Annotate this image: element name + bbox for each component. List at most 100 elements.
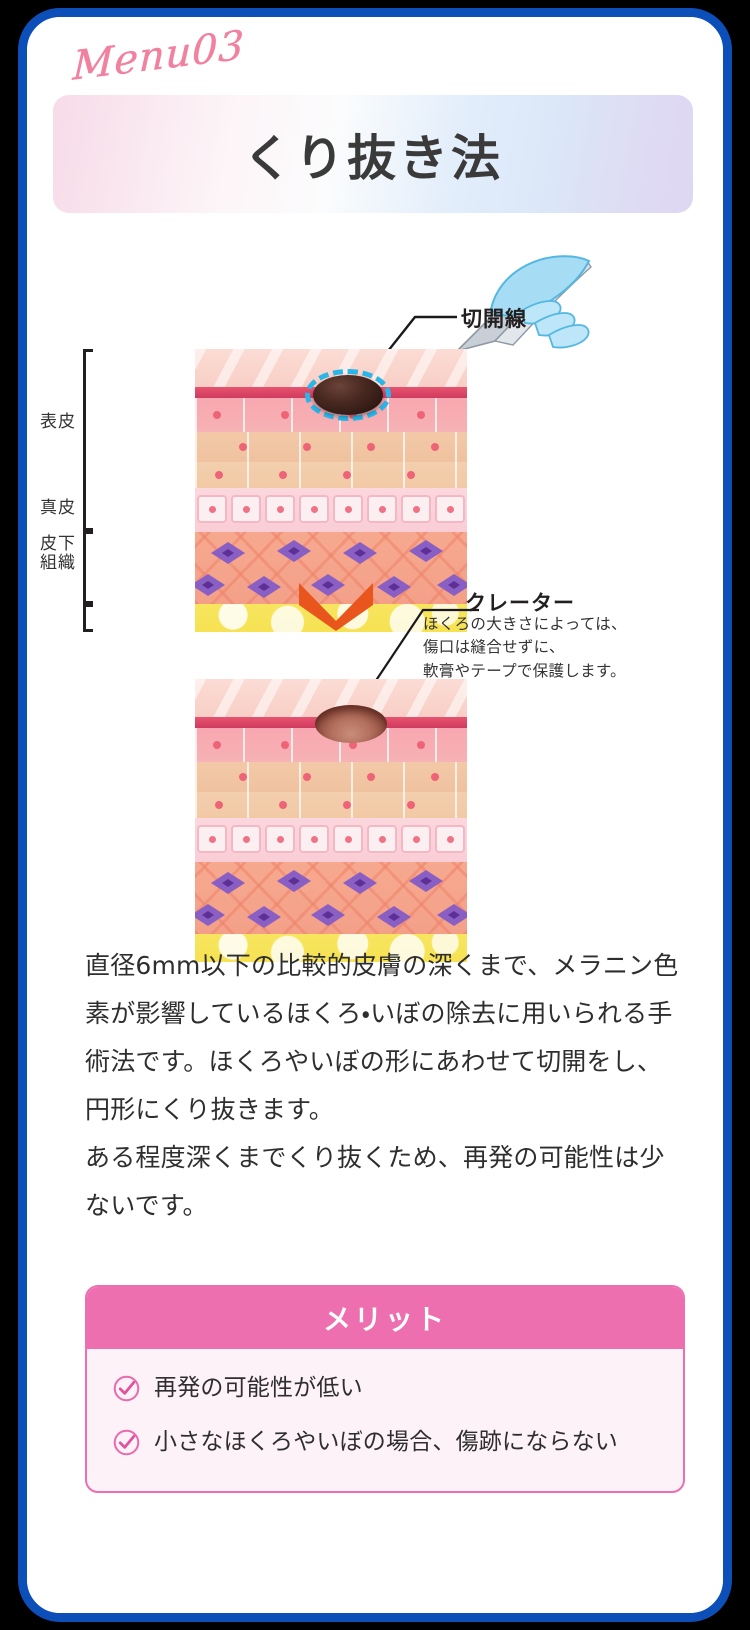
merit-box-header: メリット: [87, 1287, 683, 1349]
basal-cell: [401, 825, 431, 853]
fibroblast: [311, 574, 345, 596]
scalpel-hand-icon: [454, 255, 592, 353]
merit-item-text: 再発の可能性が低い: [154, 1375, 363, 1401]
cell-dot: [431, 773, 439, 781]
title-banner: くり抜き法: [53, 95, 693, 213]
check-circle-icon: [113, 1429, 140, 1456]
incision-dashed-circle: [305, 369, 391, 421]
epidermis-lower-layer: [195, 792, 467, 818]
skin-diagram-illustration: 切開線: [27, 217, 723, 962]
fibroblast: [343, 542, 377, 564]
fibroblast: [211, 542, 245, 564]
fibroblast: [377, 576, 411, 598]
cell-dot: [407, 801, 415, 809]
merit-item-text: 小さなほくろやいぼの場合、傷跡にならない: [154, 1429, 618, 1456]
layer-label-dermis: 真皮: [40, 498, 76, 518]
mole-lesion: [313, 375, 383, 415]
cell-dot: [213, 741, 221, 749]
fibroblast: [343, 872, 377, 894]
cell-dot: [239, 773, 247, 781]
basal-cell: [265, 495, 295, 523]
subcutaneous-bracket: [83, 604, 93, 632]
cell-dot: [215, 801, 223, 809]
basal-cell: [299, 825, 329, 853]
epidermis-bracket: [83, 349, 93, 531]
cell-dot: [417, 411, 425, 419]
description-paragraph-1: 直径6mm以下の比較的皮膚の深くまで、メラニン色素が影響しているほくろ・いぼの除…: [85, 951, 679, 1124]
basal-cell: [197, 825, 227, 853]
basal-cell: [265, 825, 295, 853]
basal-cell: [367, 495, 397, 523]
fibroblast: [211, 872, 245, 894]
card-inner: Menu03 くり抜き法 切: [27, 17, 723, 1613]
basal-cell: [333, 495, 363, 523]
merit-box: メリット 再発の可能性が低い: [85, 1285, 685, 1494]
basal-cell: [367, 825, 397, 853]
layer-label-subcutaneous-2: 組織: [40, 553, 76, 573]
fibroblast: [311, 904, 345, 926]
description-paragraph-2: ある程度深くまでくり抜くため、再発の可能性は少ないです。: [85, 1143, 665, 1220]
crater-wound: [315, 705, 387, 743]
basal-cell: [435, 825, 465, 853]
basal-cell: [231, 825, 261, 853]
menu-number-label: Menu03: [71, 22, 246, 90]
callout-crater-title: クレーター: [465, 591, 575, 615]
basal-cell: [435, 495, 465, 523]
dermis-layer-body: [195, 862, 467, 934]
fibroblast: [277, 540, 311, 562]
cell-dot: [343, 471, 351, 479]
layer-label-subcutaneous-1: 皮下: [40, 534, 76, 554]
fibroblast: [377, 906, 411, 928]
basal-cell-layer: [195, 818, 467, 862]
fibroblast: [247, 906, 281, 928]
merit-list-item: 再発の可能性が低い: [113, 1371, 657, 1405]
fibroblast: [409, 870, 443, 892]
check-circle-icon: [113, 1375, 140, 1402]
subcutaneous-fat-layer: [195, 934, 467, 962]
epidermis-middle-layer: [195, 432, 467, 462]
dermis-bracket: [83, 531, 93, 604]
cell-dot: [213, 411, 221, 419]
cell-dot: [303, 773, 311, 781]
cell-dot: [367, 443, 375, 451]
fibroblast: [277, 870, 311, 892]
callout-crater-line-1: ほくろの大きさによっては、: [423, 615, 627, 633]
fibroblast: [247, 576, 281, 598]
cell-dot: [279, 471, 287, 479]
card-frame: Menu03 くり抜き法 切: [18, 8, 732, 1622]
cell-dot: [367, 773, 375, 781]
cell-dot: [343, 801, 351, 809]
cell-dot: [417, 741, 425, 749]
epidermis-middle-layer: [195, 762, 467, 792]
dermis-layer-body: [195, 532, 467, 604]
basal-cell: [299, 495, 329, 523]
cell-dot: [215, 471, 223, 479]
basal-cell: [231, 495, 261, 523]
cell-dot: [407, 471, 415, 479]
cell-dot: [303, 443, 311, 451]
cell-dot: [281, 741, 289, 749]
skin-block-after: [195, 679, 467, 891]
down-arrow-icon: [299, 583, 373, 631]
callout-incision-title: 切開線: [461, 307, 527, 331]
callout-crater-body: ほくろの大きさによっては、 傷口は縫合せずに、 軟膏やテープで保護します。: [423, 613, 627, 683]
page-title: くり抜き法: [242, 129, 503, 187]
merit-list: 再発の可能性が低い 小さなほくろやいぼの場合、傷跡にならない: [87, 1349, 683, 1491]
cell-dot: [279, 801, 287, 809]
cell-dot: [431, 443, 439, 451]
merit-list-item: 小さなほくろやいぼの場合、傷跡にならない: [113, 1425, 657, 1459]
cell-dot: [281, 411, 289, 419]
description-text: 直径6mm以下の比較的皮膚の深くまで、メラニン色素が影響しているほくろ・いぼの除…: [85, 942, 685, 1230]
layer-label-epidermis: 表皮: [40, 412, 76, 432]
basal-cell: [333, 825, 363, 853]
basal-cell-layer: [195, 488, 467, 532]
cell-dot: [239, 443, 247, 451]
merit-heading: メリット: [322, 1303, 447, 1336]
basal-cell: [401, 495, 431, 523]
basal-cell: [197, 495, 227, 523]
cell-dot: [349, 741, 357, 749]
callout-crater-line-3: 軟膏やテープで保護します。: [423, 661, 626, 680]
fibroblast: [409, 540, 443, 562]
callout-crater-line-2: 傷口は縫合せずに、: [423, 638, 565, 657]
